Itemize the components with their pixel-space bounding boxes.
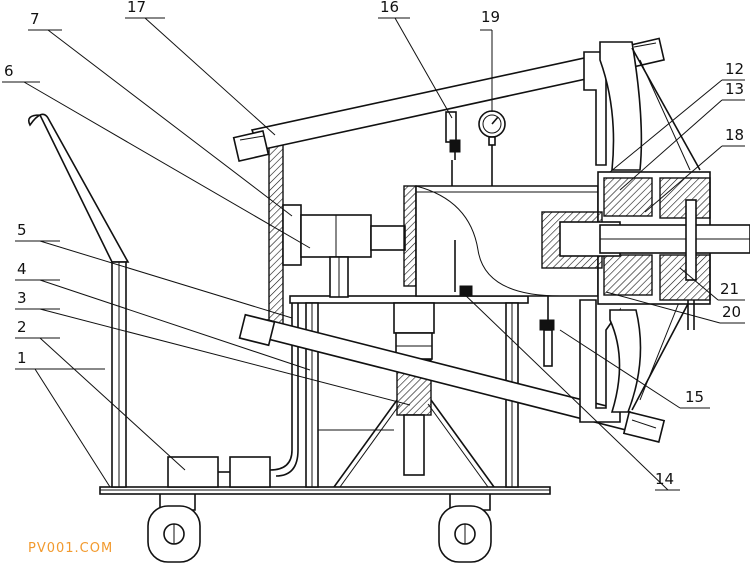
label-1: 1 <box>17 349 27 367</box>
part-labels: 1 2 3 4 5 6 7 12 13 14 15 16 17 18 19 20… <box>4 0 744 488</box>
valve-16 <box>445 111 461 160</box>
label-13: 13 <box>725 80 744 98</box>
label-6: 6 <box>4 62 14 80</box>
label-3: 3 <box>17 289 27 307</box>
valve-15 <box>539 296 555 367</box>
label-17: 17 <box>127 0 146 16</box>
label-20: 20 <box>722 303 741 321</box>
right-flange-assembly <box>579 41 701 423</box>
clamp-head <box>541 171 750 330</box>
pump-units <box>167 300 299 488</box>
vertical-plate <box>268 127 406 327</box>
right-wheel <box>438 494 492 563</box>
trolley-base <box>99 486 551 495</box>
watermark: PV001.COM <box>28 541 113 556</box>
label-16: 16 <box>380 0 399 16</box>
label-14: 14 <box>655 470 674 488</box>
label-5: 5 <box>17 221 27 239</box>
trolley-handle <box>27 113 130 488</box>
label-7: 7 <box>30 10 40 28</box>
left-wheel <box>147 494 201 563</box>
leader-lines <box>2 17 745 491</box>
label-4: 4 <box>17 260 27 278</box>
label-18: 18 <box>725 126 744 144</box>
central-jack <box>318 302 495 488</box>
lower-tie-rod <box>238 313 666 443</box>
pressure-gauge-19 <box>478 110 506 146</box>
label-12: 12 <box>725 60 744 78</box>
label-15: 15 <box>685 388 704 406</box>
label-19: 19 <box>481 8 500 26</box>
label-2: 2 <box>17 318 27 336</box>
label-21: 21 <box>720 280 739 298</box>
